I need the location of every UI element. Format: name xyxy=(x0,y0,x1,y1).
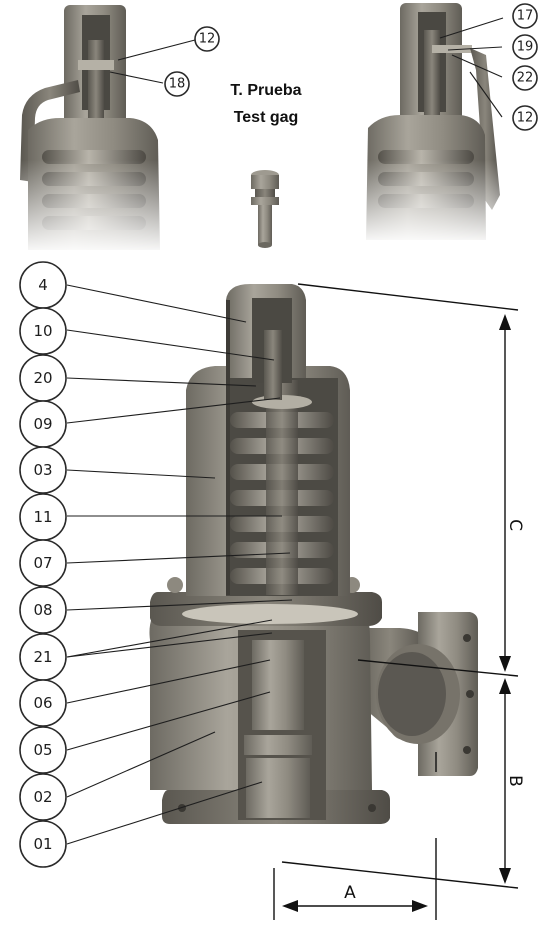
callout-05: 05 xyxy=(19,726,67,774)
callout-07: 07 xyxy=(19,539,67,587)
dimension-a-label: A xyxy=(344,883,356,903)
svg-text:06: 06 xyxy=(33,694,52,712)
svg-text:19: 19 xyxy=(517,40,534,55)
svg-text:4: 4 xyxy=(38,276,48,294)
callout-top-left-18: 18 xyxy=(164,71,190,97)
svg-text:08: 08 xyxy=(33,601,52,619)
top-left-lever-detail xyxy=(0,5,200,255)
svg-text:21: 21 xyxy=(33,648,52,666)
svg-text:22: 22 xyxy=(517,71,534,86)
test-gag-part xyxy=(251,170,279,248)
callout-20: 20 xyxy=(19,354,67,402)
callout-top-right-12: 12 xyxy=(512,105,538,131)
svg-text:12: 12 xyxy=(199,32,216,47)
svg-text:12: 12 xyxy=(517,111,534,126)
svg-text:20: 20 xyxy=(33,369,52,387)
leader-lines xyxy=(66,17,504,845)
callout-09: 09 xyxy=(19,400,67,448)
svg-text:01: 01 xyxy=(33,835,52,853)
test-gag-title-es: T. Prueba xyxy=(230,82,301,99)
svg-text:18: 18 xyxy=(169,77,186,92)
callout-4: 4 xyxy=(19,261,67,309)
callout-01: 01 xyxy=(19,820,67,868)
svg-text:02: 02 xyxy=(33,788,52,806)
callout-10: 10 xyxy=(19,307,67,355)
dimension-b-label: B xyxy=(505,775,525,787)
top-right-cap-detail xyxy=(350,3,520,245)
svg-text:03: 03 xyxy=(33,461,52,479)
dimension-lines xyxy=(273,283,519,920)
test-gag-title-en: Test gag xyxy=(234,109,299,126)
callout-top-right-22: 22 xyxy=(512,65,538,91)
main-valve-body xyxy=(149,284,478,824)
callout-top-left-12: 12 xyxy=(194,26,220,52)
callout-08: 08 xyxy=(19,586,67,634)
callout-02: 02 xyxy=(19,773,67,821)
callout-21: 21 xyxy=(19,633,67,681)
callout-11: 11 xyxy=(19,493,67,541)
callout-top-right-19: 19 xyxy=(512,34,538,60)
callout-06: 06 xyxy=(19,679,67,727)
svg-text:17: 17 xyxy=(517,9,534,24)
svg-text:05: 05 xyxy=(33,741,52,759)
dimension-c-label: C xyxy=(505,519,525,531)
svg-text:07: 07 xyxy=(33,554,52,572)
callout-top-right-17: 17 xyxy=(512,3,538,29)
svg-text:11: 11 xyxy=(33,508,52,526)
callout-03: 03 xyxy=(19,446,67,494)
svg-text:10: 10 xyxy=(33,322,52,340)
svg-text:09: 09 xyxy=(33,415,52,433)
